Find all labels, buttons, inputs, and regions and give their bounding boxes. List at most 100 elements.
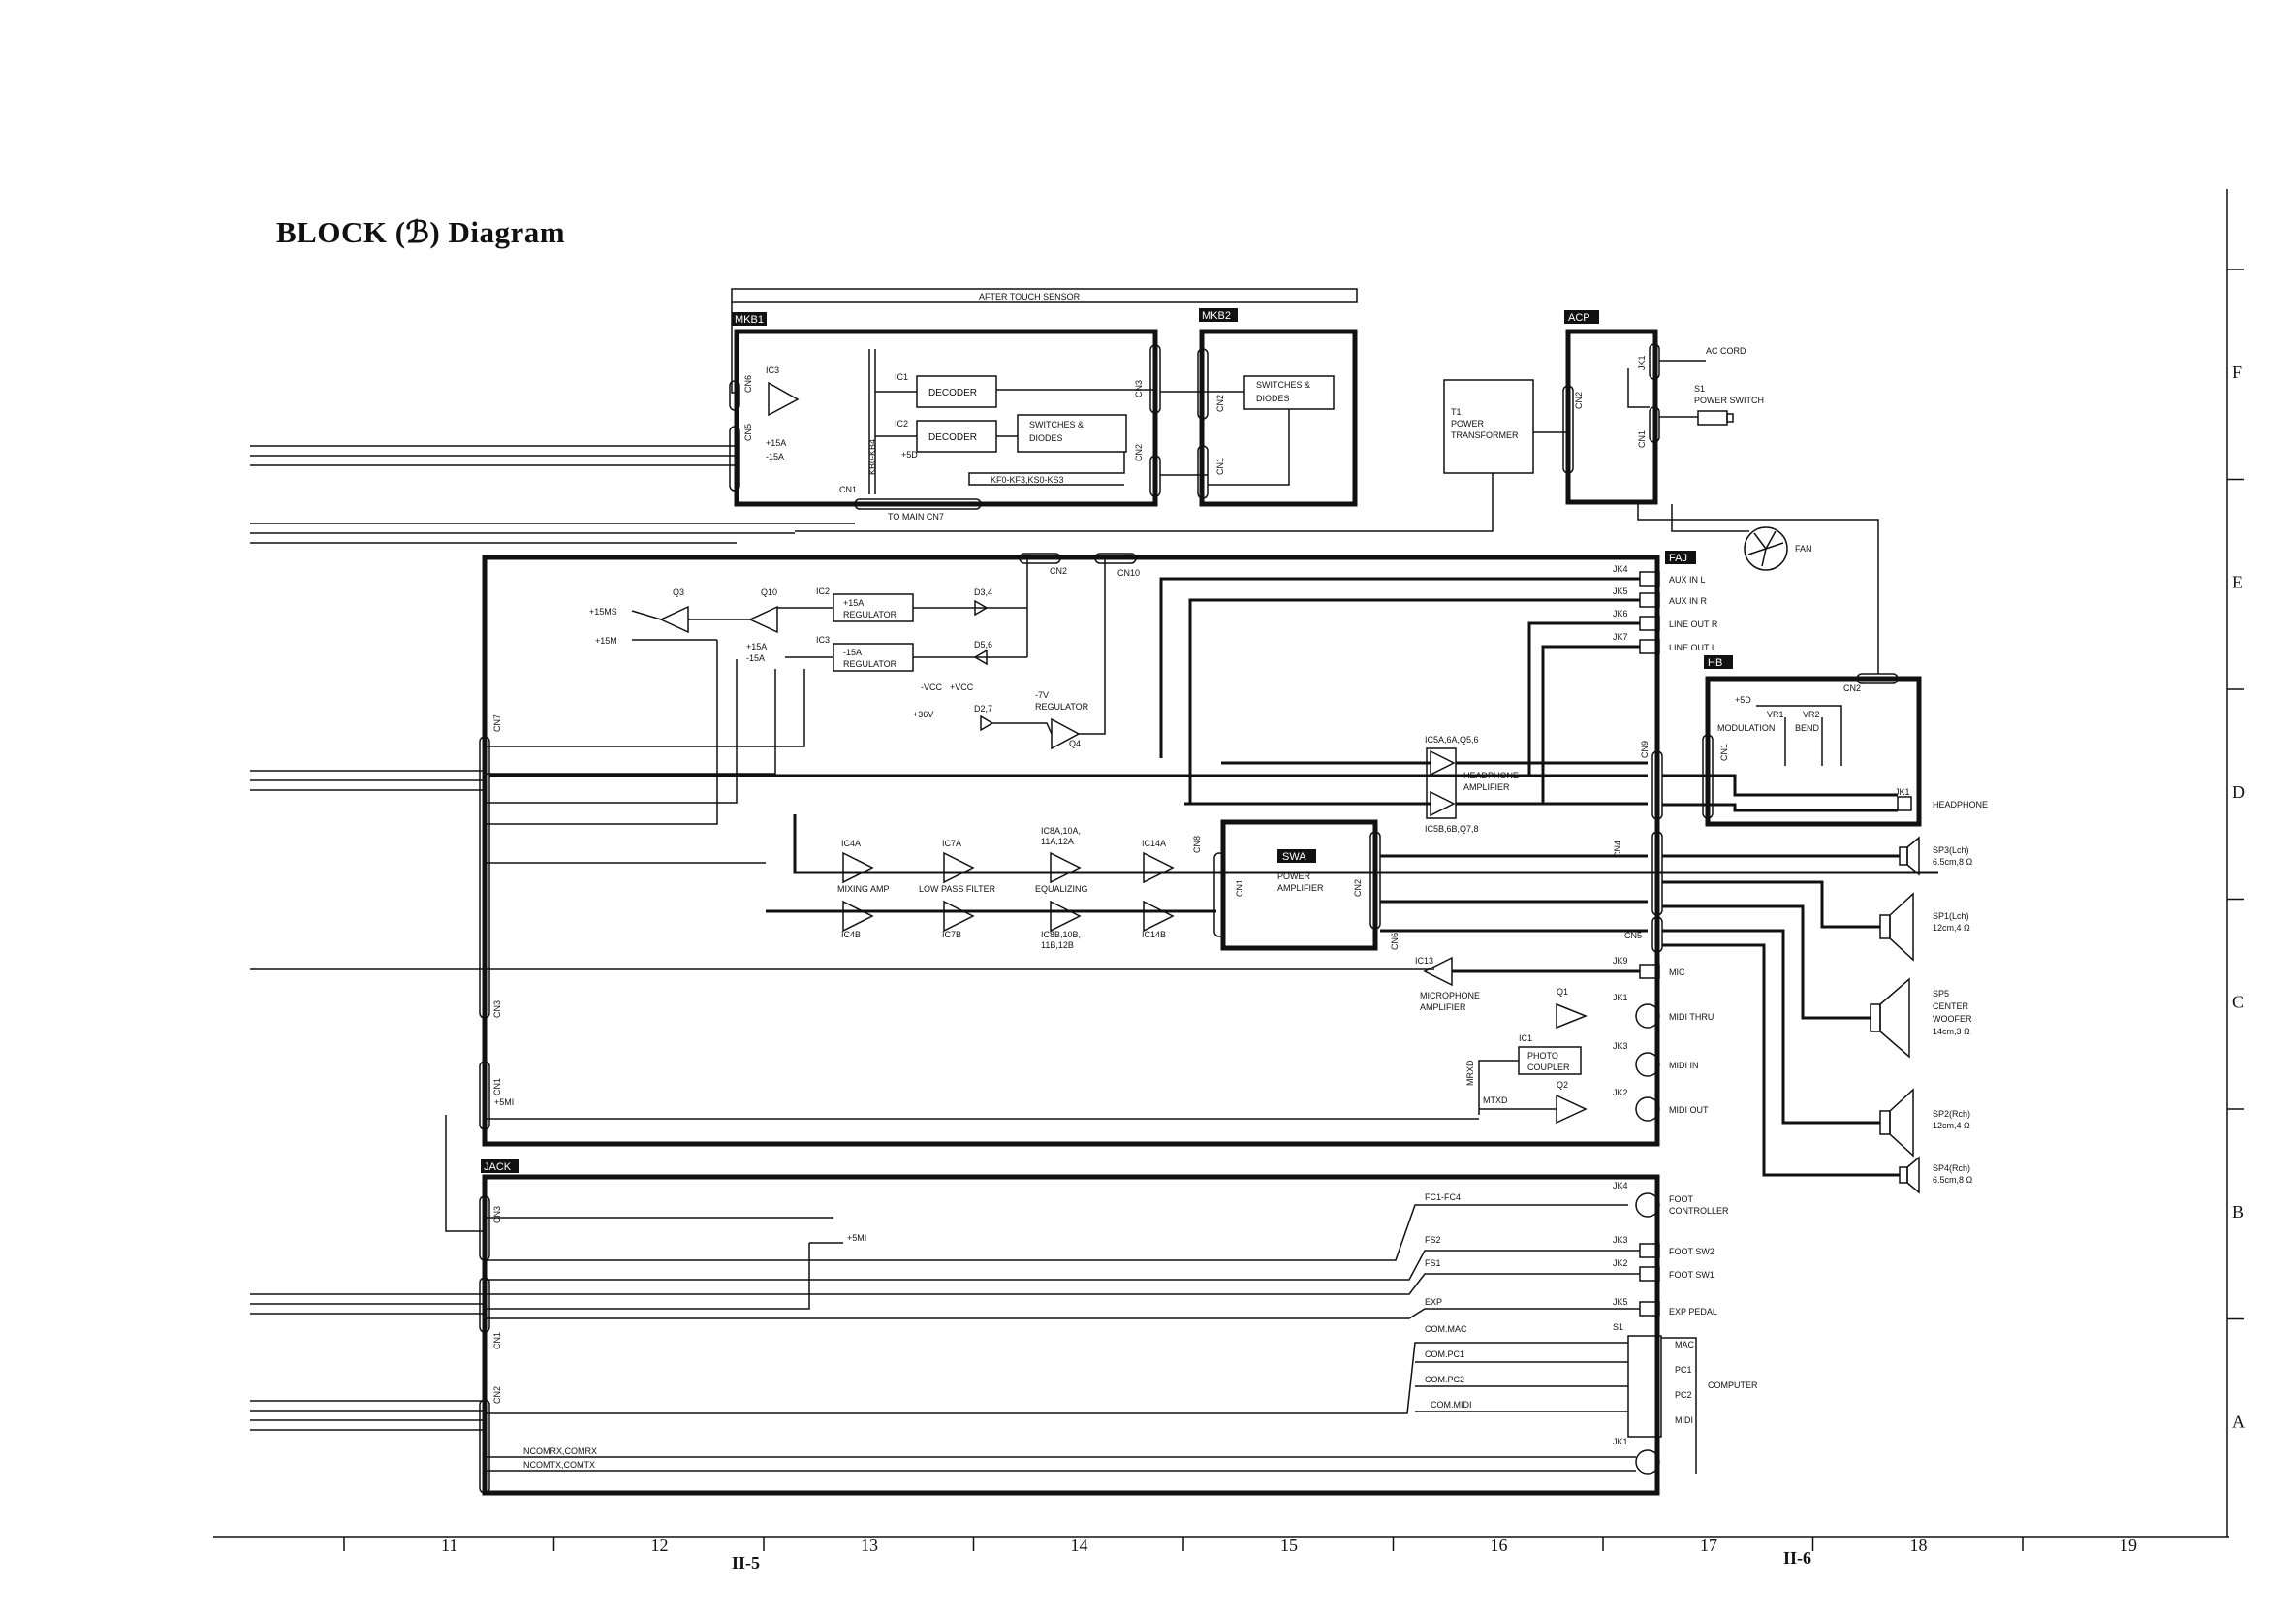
svg-text:NCOMTX,COMTX: NCOMTX,COMTX: [523, 1460, 595, 1470]
board-acp: ACP CN2 JK1 CN1 AC CORD S1 POWER SWITCH: [1562, 310, 1764, 505]
svg-text:Q3: Q3: [673, 587, 684, 597]
grid-row-label: E: [2232, 573, 2243, 592]
grid-row-label: F: [2232, 363, 2242, 382]
svg-text:AUX IN R: AUX IN R: [1669, 596, 1708, 606]
board-jack: JACK CN3 CN1 CN2 +5MI FC1-FC4 JK4 FOOT C…: [445, 1115, 1758, 1496]
svg-text:PC2: PC2: [1675, 1390, 1692, 1400]
svg-text:CN1: CN1: [1215, 458, 1225, 475]
svg-text:+15A: +15A: [843, 598, 864, 608]
svg-text:SWITCHES &: SWITCHES &: [1029, 420, 1084, 429]
svg-text:MIDI IN: MIDI IN: [1669, 1061, 1699, 1070]
svg-text:-7V: -7V: [1035, 690, 1049, 700]
grid-column-label: 12: [651, 1536, 669, 1555]
svg-text:EQUALIZING: EQUALIZING: [1035, 884, 1088, 894]
svg-text:MODULATION: MODULATION: [1717, 723, 1775, 733]
svg-text:FS2: FS2: [1425, 1235, 1441, 1245]
svg-text:DECODER: DECODER: [928, 432, 977, 443]
svg-text:MAC: MAC: [1675, 1340, 1695, 1349]
page-number-right: II-6: [1783, 1548, 1811, 1568]
svg-text:CN7: CN7: [492, 714, 502, 732]
svg-text:JK5: JK5: [1613, 1297, 1628, 1307]
svg-text:-15A: -15A: [746, 653, 765, 663]
svg-text:D3,4: D3,4: [974, 587, 992, 597]
svg-text:LINE OUT L: LINE OUT L: [1669, 643, 1716, 652]
svg-text:+15A: +15A: [746, 642, 767, 651]
svg-text:IC2: IC2: [816, 587, 830, 596]
svg-text:JK1: JK1: [1613, 1437, 1628, 1446]
svg-text:FS1: FS1: [1425, 1258, 1441, 1268]
svg-text:FAN: FAN: [1795, 544, 1812, 554]
svg-text:+36V: +36V: [913, 710, 933, 719]
svg-text:CN2: CN2: [1574, 392, 1584, 409]
svg-text:SP4(Rch): SP4(Rch): [1933, 1163, 1970, 1173]
svg-text:CN9: CN9: [1640, 741, 1650, 758]
svg-text:14cm,3 Ω: 14cm,3 Ω: [1933, 1027, 1970, 1036]
svg-text:6.5cm,8 Ω: 6.5cm,8 Ω: [1933, 1175, 1973, 1185]
svg-text:IC2: IC2: [895, 419, 908, 428]
svg-text:JK2: JK2: [1613, 1088, 1628, 1097]
svg-text:IC3: IC3: [766, 365, 779, 375]
svg-text:11B,12B: 11B,12B: [1041, 940, 1074, 950]
svg-text:IC8B,10B,: IC8B,10B,: [1041, 930, 1081, 939]
svg-text:S1: S1: [1694, 384, 1705, 394]
svg-text:IC7B: IC7B: [942, 930, 961, 939]
svg-text:SP5: SP5: [1933, 989, 1949, 999]
page-number-left: II-5: [732, 1553, 760, 1572]
svg-text:CN10: CN10: [1117, 568, 1140, 578]
svg-text:-15A: -15A: [766, 452, 784, 461]
svg-text:PC1: PC1: [1675, 1365, 1692, 1375]
svg-text:SP3(Lch): SP3(Lch): [1933, 845, 1969, 855]
board-hb: HB CN2 CN1 +5D VR1 VR2 MODULATION BEND J…: [1662, 655, 1988, 827]
svg-text:COM.MAC: COM.MAC: [1425, 1324, 1467, 1334]
svg-text:IC4B: IC4B: [841, 930, 861, 939]
svg-text:POWER SWITCH: POWER SWITCH: [1694, 396, 1764, 405]
svg-text:MIXING AMP: MIXING AMP: [837, 884, 890, 894]
svg-text:HEADPHONE: HEADPHONE: [1933, 800, 1988, 809]
svg-text:VR2: VR2: [1803, 710, 1820, 719]
svg-text:MIDI OUT: MIDI OUT: [1669, 1105, 1709, 1115]
svg-text:FC1-FC4: FC1-FC4: [1425, 1192, 1461, 1202]
svg-text:HEADPHONE: HEADPHONE: [1463, 771, 1519, 780]
svg-text:FAJ: FAJ: [1669, 553, 1687, 564]
svg-text:Q10: Q10: [761, 587, 777, 597]
svg-text:MTXD: MTXD: [1483, 1095, 1508, 1105]
svg-text:LINE OUT R: LINE OUT R: [1669, 619, 1718, 629]
svg-text:CN3: CN3: [492, 1206, 502, 1223]
svg-text:FOOT SW1: FOOT SW1: [1669, 1270, 1714, 1280]
svg-text:CN1: CN1: [492, 1332, 502, 1349]
svg-text:CN2: CN2: [1134, 444, 1144, 461]
svg-text:+5D: +5D: [901, 450, 918, 460]
svg-text:KF0-KF3,KS0-KS3: KF0-KF3,KS0-KS3: [991, 475, 1064, 485]
svg-text:CN6: CN6: [1390, 933, 1400, 950]
svg-text:BEND: BEND: [1795, 723, 1820, 733]
svg-text:CN5: CN5: [743, 424, 753, 441]
svg-text:AC CORD: AC CORD: [1706, 346, 1746, 356]
svg-text:CN3: CN3: [1134, 380, 1144, 397]
svg-text:Q4: Q4: [1069, 739, 1081, 748]
svg-text:REGULATOR: REGULATOR: [843, 610, 897, 619]
svg-text:JK1: JK1: [1637, 355, 1647, 370]
svg-text:CENTER: CENTER: [1933, 1001, 1969, 1011]
svg-text:JK1: JK1: [1895, 787, 1910, 797]
svg-text:+5MI: +5MI: [847, 1233, 866, 1243]
svg-text:IC8A,10A,: IC8A,10A,: [1041, 826, 1081, 836]
power-transformer: T1 POWER TRANSFORMER: [795, 379, 1570, 532]
svg-text:MKB1: MKB1: [735, 314, 764, 326]
svg-text:T1: T1: [1451, 407, 1462, 417]
grid-column-label: 13: [861, 1536, 878, 1555]
svg-text:CN3: CN3: [492, 1000, 502, 1018]
svg-text:POWER: POWER: [1277, 872, 1311, 881]
svg-text:COM.PC1: COM.PC1: [1425, 1349, 1464, 1359]
svg-text:IC1: IC1: [895, 372, 908, 382]
svg-text:AFTER TOUCH SENSOR: AFTER TOUCH SENSOR: [979, 292, 1081, 301]
svg-text:CN6: CN6: [743, 375, 753, 393]
svg-text:AMPLIFIER: AMPLIFIER: [1463, 782, 1510, 792]
board-mkb1: MKB1 CN6 CN5 IC3 +15A -15A KB0-KB4 IC1 D…: [729, 312, 1161, 522]
grid-column-label: 16: [1491, 1536, 1508, 1555]
grid-row-label: D: [2232, 782, 2245, 802]
svg-text:COM.PC2: COM.PC2: [1425, 1375, 1464, 1384]
grid-column-label: 15: [1280, 1536, 1298, 1555]
svg-text:DECODER: DECODER: [928, 388, 977, 398]
svg-text:ACP: ACP: [1568, 312, 1590, 324]
